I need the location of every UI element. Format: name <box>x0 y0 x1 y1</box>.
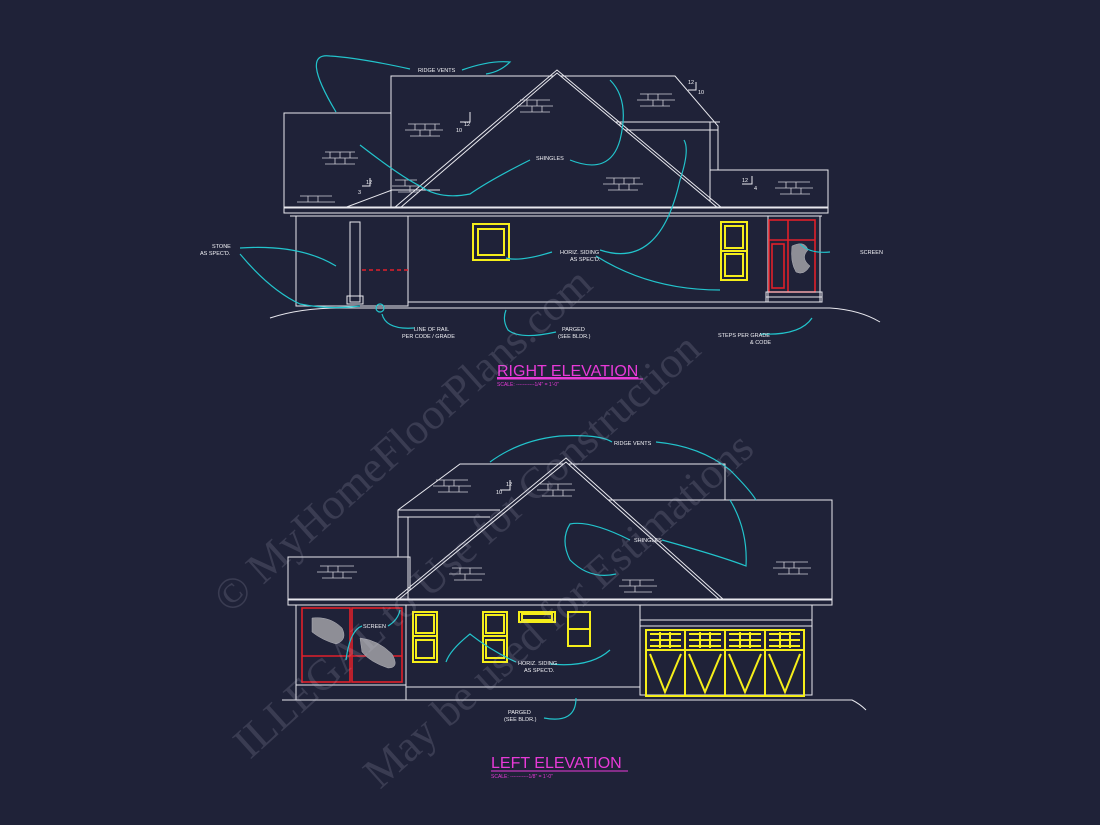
left-note-screen: SCREEN <box>363 624 386 630</box>
right-window-square <box>472 223 510 261</box>
right-note-siding-spec: AS SPEC'D. <box>570 257 601 263</box>
left-note-siding: HORIZ. SIDING <box>518 661 557 667</box>
svg-text:10: 10 <box>496 490 502 496</box>
right-main-gable <box>398 72 720 209</box>
right-pitch-symbols: 12 10 12 3 12 4 12 10 <box>358 80 757 196</box>
right-side-roof <box>709 169 829 209</box>
right-note-rail-grade: PER CODE / GRADE <box>402 334 455 340</box>
right-note-siding: HORIZ. SIDING <box>560 250 599 256</box>
svg-text:12: 12 <box>688 80 694 86</box>
right-note-stone: STONE <box>212 244 231 250</box>
left-elevation-title: LEFT ELEVATION <box>491 755 622 772</box>
right-porch-wall <box>295 215 409 307</box>
left-elevation-scale: SCALE: -----------1/8" = 1'-0" <box>491 774 553 780</box>
svg-text:10: 10 <box>456 128 462 134</box>
right-note-rail: LINE OF RAIL <box>414 327 449 333</box>
left-elevation: 12 10 RIDGE VENTS SHINGLES SCREEN HORIZ.… <box>282 435 867 780</box>
right-note-steps-code: & CODE <box>750 340 771 346</box>
left-shingle-texture <box>317 479 811 593</box>
right-note-parged-bldr: (SEE BLDR.) <box>558 334 591 340</box>
svg-text:12: 12 <box>366 180 372 186</box>
right-note-screen: SCREEN <box>860 250 883 256</box>
left-notes: RIDGE VENTS SHINGLES SCREEN HORIZ. SIDIN… <box>363 441 662 723</box>
right-notes: RIDGE VENTS SHINGLES STONE AS SPEC'D. HO… <box>200 68 883 346</box>
left-pitch-symbol: 12 10 <box>496 480 512 496</box>
svg-text:12: 12 <box>506 482 512 488</box>
left-note-siding-spec: AS SPEC'D. <box>524 668 555 674</box>
svg-text:12: 12 <box>464 122 470 128</box>
right-note-shingles: SHINGLES <box>536 156 564 162</box>
right-elevation: 12 10 12 3 12 4 12 10 <box>200 55 883 388</box>
right-leader-lines <box>239 55 831 337</box>
left-main-gable <box>396 461 722 601</box>
left-note-shingles: SHINGLES <box>634 538 662 544</box>
left-note-parged-bldr: (SEE BLDR.) <box>504 717 537 723</box>
left-window-transom <box>518 611 556 623</box>
right-note-ridge-vents: RIDGE VENTS <box>418 68 456 74</box>
right-note-parged: PARGED <box>562 327 585 333</box>
svg-text:4: 4 <box>754 186 757 192</box>
right-porch-roof <box>283 112 393 209</box>
right-note-stone-spec: AS SPEC'D. <box>200 251 231 257</box>
watermark: © MyHomeFloorPlans.com ILLEGAL to Use fo… <box>204 258 763 798</box>
left-leader-lines <box>345 435 757 720</box>
right-shingle-texture <box>297 93 813 203</box>
left-ground-line <box>282 699 867 711</box>
right-porch-column <box>349 221 361 303</box>
right-elevation-scale: SCALE: -----------1/4" = 1'-0" <box>497 382 559 388</box>
right-elevation-title: RIGHT ELEVATION <box>497 363 638 380</box>
svg-text:3: 3 <box>358 190 361 196</box>
svg-text:12: 12 <box>742 178 748 184</box>
left-screen-frame-1 <box>301 607 351 683</box>
left-screen-frame-2 <box>351 607 403 683</box>
svg-text:10: 10 <box>698 90 704 96</box>
left-note-parged: PARGED <box>508 710 531 716</box>
right-note-steps: STEPS PER GRADE <box>718 333 770 339</box>
right-eave-fascia <box>283 206 829 214</box>
left-note-ridge-vents: RIDGE VENTS <box>614 441 652 447</box>
left-garage-door <box>639 619 813 697</box>
